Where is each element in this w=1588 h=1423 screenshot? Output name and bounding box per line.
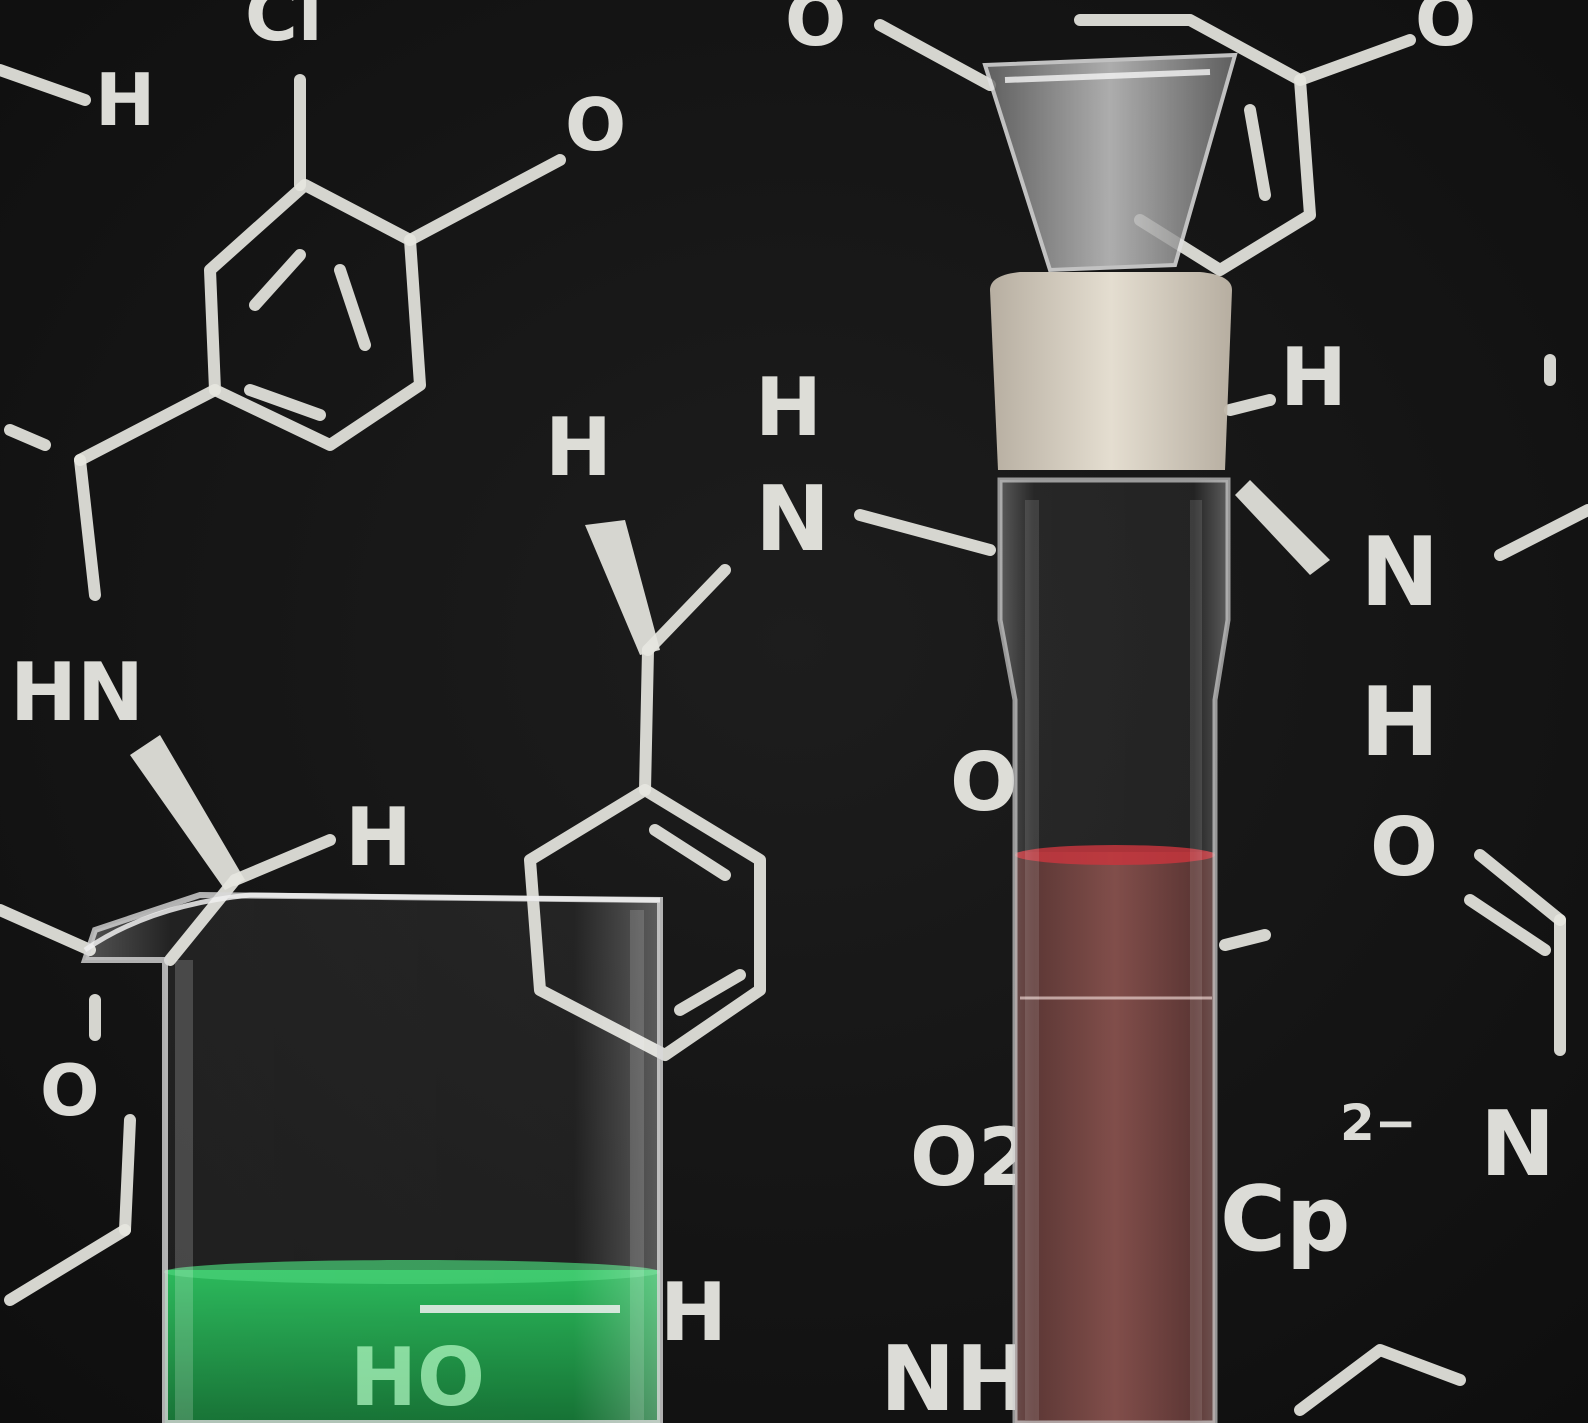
beaker: HO [80, 891, 663, 1423]
chalk-bond [4, 424, 51, 451]
chalk-bond [854, 509, 996, 556]
beaker-glass [80, 891, 663, 1423]
chalk-bond [119, 1114, 136, 1236]
chalk-label-o: O [565, 83, 626, 167]
chalk-label-o: O [40, 1050, 100, 1132]
chalk-ring [524, 784, 766, 1061]
chalk-label-cp: Cp [1220, 1167, 1350, 1272]
chalk-bond [1294, 34, 1416, 86]
chalk-bond [874, 19, 996, 91]
chalk-bond [1219, 929, 1271, 951]
stopper-frosted-neck [990, 272, 1232, 470]
chalk-label-hn: HN [10, 646, 144, 739]
beaker-graduation-mark [420, 1305, 620, 1313]
chalk-label-o: O [785, 0, 846, 62]
chalk-bond [229, 834, 336, 886]
chalk-double-bond [334, 264, 371, 351]
chalk-bond [74, 454, 101, 601]
chalk-labels: H Cl O O O H H N H N H O HN H O O O2 Cp … [10, 0, 1555, 1423]
cylinder-glass [997, 477, 1231, 1423]
chalk-bond [1474, 849, 1566, 926]
chalk-wedge-bond [130, 735, 245, 890]
chalk-label-n: N [1480, 1092, 1555, 1197]
chalk-double-bond [649, 824, 731, 881]
chalk-label-h: H [345, 791, 412, 884]
chalk-label-h: H [1280, 331, 1347, 424]
stopper-head-highlight [1004, 69, 1211, 83]
cylinder-highlight [1190, 500, 1202, 1420]
chalk-double-bond [1244, 104, 1271, 201]
chalk-bond [404, 154, 566, 246]
chalk-ring [1074, 14, 1316, 276]
graduated-cylinder [982, 52, 1238, 1423]
chalk-label-n: N [1360, 518, 1440, 628]
chalk-label-h: H [660, 1266, 727, 1359]
chalk-label-o: O [1370, 801, 1438, 894]
chalk-double-bond [674, 969, 746, 1016]
chalk-bond [74, 384, 221, 466]
chalk-label-h: H [755, 361, 822, 454]
chalk-label-h: H [1360, 668, 1440, 778]
chalk-label-h: H [545, 401, 612, 494]
chalk-label-h: H [95, 58, 155, 142]
chalk-label-o: O [1415, 0, 1476, 62]
chalk-bond [1494, 504, 1588, 561]
chalk-double-bond [249, 249, 306, 311]
cylinder-highlight [1025, 500, 1039, 1420]
beaker-rim [83, 892, 661, 953]
beaker-highlight [175, 960, 193, 1420]
chalk-bond [1464, 894, 1551, 956]
chalk-wedge-bond [1235, 480, 1330, 575]
chalk-label-o: O [950, 736, 1018, 829]
chalk-label-n: N [755, 467, 830, 572]
chalk-double-bond [244, 384, 326, 421]
chalk-label-cl: Cl [245, 0, 323, 57]
chalk-bond [4, 1224, 131, 1306]
chalk-label-superscript: 2− [1340, 1094, 1417, 1152]
chalk-bond [1224, 394, 1276, 416]
chalk-label-nh: NH [880, 1327, 1031, 1423]
beaker-highlight [630, 910, 644, 1420]
chalk-wedge-bond [585, 520, 660, 655]
stopper-head [982, 52, 1238, 273]
chalk-bond [0, 64, 91, 106]
chalk-bond [1294, 1344, 1466, 1416]
chalk-bond [639, 644, 654, 796]
chalk-bond [0, 904, 96, 956]
chalk-bond [642, 564, 731, 656]
